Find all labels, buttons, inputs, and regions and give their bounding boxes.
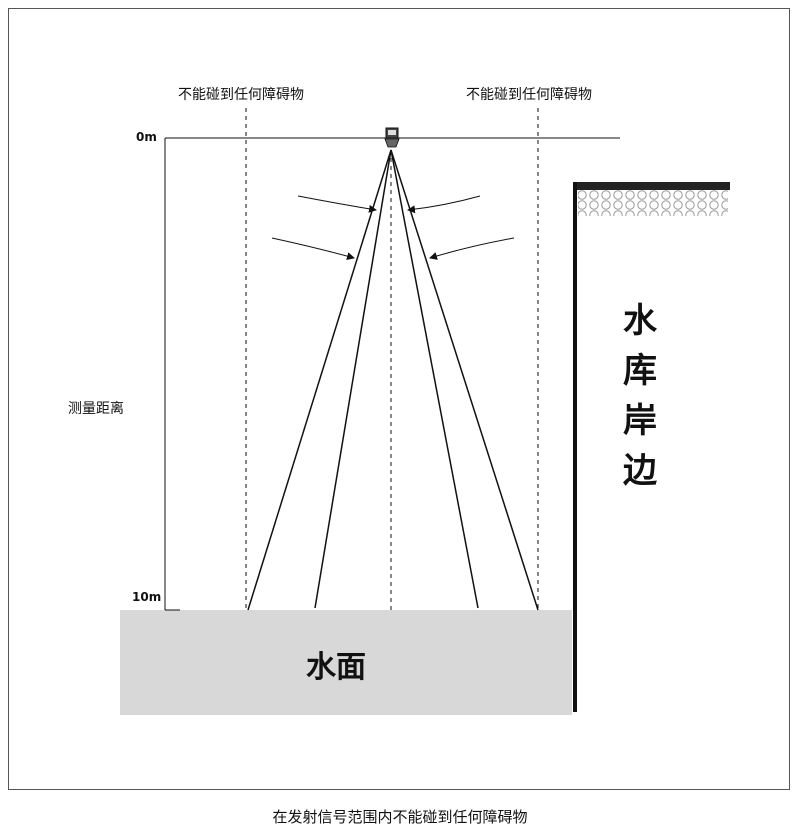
bank-pebbles [578, 190, 728, 216]
beam-outer-right [390, 149, 539, 611]
zero-meter-label: 0m [136, 130, 157, 144]
beam-inner-left [314, 149, 392, 609]
beam-outer-left [247, 149, 392, 611]
beam-inner-right [390, 149, 479, 609]
echo-arrow-3 [407, 195, 481, 214]
shore-char-3: 岸 [623, 401, 657, 441]
obstacle-label-right: 不能碰到任何障碍物 [466, 87, 592, 103]
shore-label: 水 库 岸 边 [620, 296, 660, 496]
ten-meter-label: 10m [132, 590, 162, 604]
shore-char-1: 水 [623, 301, 657, 341]
figure-caption: 在发射信号范围内不能碰到任何障碍物 [272, 808, 528, 826]
shore-char-2: 库 [623, 351, 657, 391]
echo-arrows [271, 195, 515, 260]
bank-ground [574, 182, 730, 190]
echo-arrow-2 [271, 237, 355, 260]
obstacle-label-left: 不能碰到任何障碍物 [178, 87, 304, 103]
radar-sensor-icon [384, 127, 400, 148]
echo-arrow-4 [429, 237, 515, 260]
shore-char-4: 边 [623, 451, 657, 491]
water-surface-label: 水面 [306, 650, 366, 685]
signal-beams [247, 149, 539, 611]
measurement-distance-label: 测量距离 [68, 401, 124, 417]
diagram-frame [8, 8, 790, 790]
reservoir-bank [573, 182, 730, 712]
water-surface [120, 610, 572, 715]
echo-arrow-1 [297, 195, 377, 213]
